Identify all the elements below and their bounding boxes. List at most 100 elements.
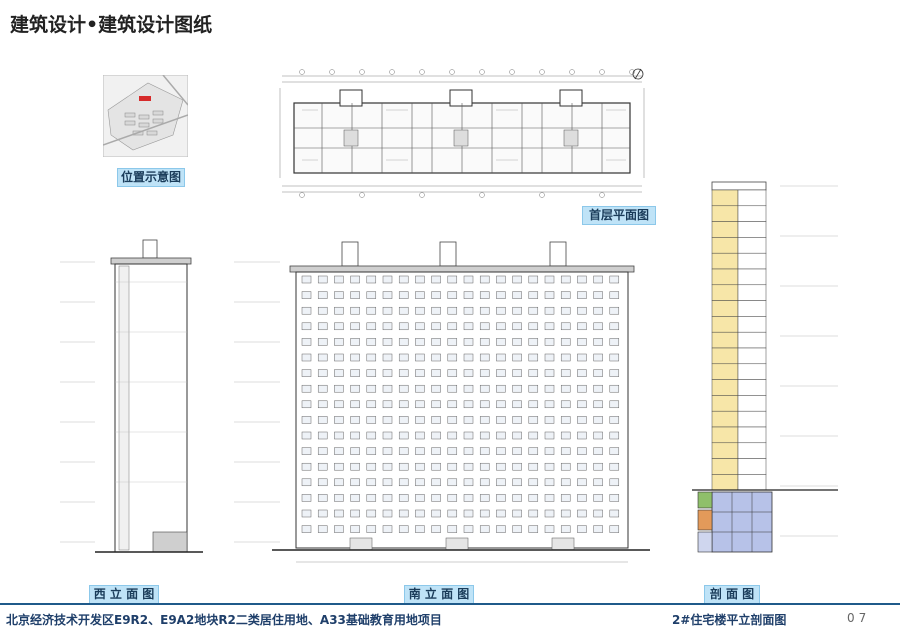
window (560, 384, 571, 393)
window (593, 431, 603, 440)
window (447, 384, 458, 393)
window (382, 416, 393, 424)
window (512, 322, 522, 331)
window (301, 369, 312, 377)
window (496, 478, 506, 487)
window (528, 384, 539, 393)
window (415, 353, 425, 362)
window (447, 416, 458, 424)
window (301, 478, 312, 487)
floor-slab (737, 410, 767, 428)
floor-slab (737, 189, 767, 207)
window (334, 322, 344, 331)
window (544, 478, 555, 487)
window (431, 338, 441, 346)
window (447, 431, 458, 440)
window (528, 338, 539, 346)
window (350, 400, 360, 409)
window (447, 478, 458, 487)
floor-slab (711, 316, 739, 333)
window (479, 525, 490, 533)
window (398, 525, 409, 533)
window (463, 400, 474, 409)
window (496, 509, 506, 518)
window (593, 338, 603, 346)
window (512, 509, 522, 518)
window (350, 338, 360, 346)
window (463, 494, 474, 502)
window (496, 416, 506, 424)
window (560, 525, 571, 533)
window (593, 478, 603, 487)
window (479, 353, 490, 362)
window (593, 306, 603, 315)
window (609, 400, 620, 409)
window (560, 478, 571, 487)
green-room (697, 491, 713, 509)
window (431, 478, 441, 487)
window (350, 306, 360, 315)
floor-slab (711, 268, 739, 286)
window (463, 509, 474, 518)
window (512, 416, 522, 424)
window (366, 509, 377, 518)
window (609, 291, 620, 299)
floor-slab (737, 331, 767, 349)
window (334, 431, 344, 440)
window (334, 509, 344, 518)
floor-slab (737, 426, 767, 444)
window (350, 353, 360, 362)
window (334, 447, 344, 455)
window (577, 431, 587, 440)
window (431, 275, 441, 284)
window (301, 416, 312, 424)
window (382, 400, 393, 409)
floor-slab (711, 363, 739, 380)
window (431, 384, 441, 393)
window (560, 431, 571, 440)
window (366, 494, 377, 502)
floor-slab (711, 426, 739, 444)
window (560, 400, 571, 409)
window (512, 494, 522, 502)
window (301, 509, 312, 518)
floor-slab (737, 395, 767, 412)
window (609, 353, 620, 362)
window (398, 400, 409, 409)
window (431, 306, 441, 315)
window (479, 447, 490, 455)
window (577, 338, 587, 346)
window (334, 494, 344, 502)
window (577, 353, 587, 362)
window (528, 509, 539, 518)
floor-slab (737, 442, 767, 459)
window (447, 447, 458, 455)
window (463, 478, 474, 487)
floor-slab (737, 458, 767, 475)
window (544, 400, 555, 409)
window (431, 416, 441, 424)
window (317, 291, 328, 299)
window (544, 369, 555, 377)
window (496, 275, 506, 284)
window (334, 478, 344, 487)
window (317, 478, 328, 487)
window (544, 353, 555, 362)
window (317, 525, 328, 533)
window (463, 416, 474, 424)
window (447, 338, 458, 346)
window (593, 322, 603, 331)
window (301, 525, 312, 533)
window (317, 353, 328, 362)
drawing-name: 2#住宅楼平立剖面图 (672, 613, 787, 627)
floor-slab (711, 379, 739, 396)
window (528, 494, 539, 502)
window (350, 322, 360, 331)
window (301, 494, 312, 502)
window (301, 384, 312, 393)
window (431, 525, 441, 533)
window (447, 369, 458, 377)
window (447, 291, 458, 299)
window (415, 431, 425, 440)
window (463, 275, 474, 284)
